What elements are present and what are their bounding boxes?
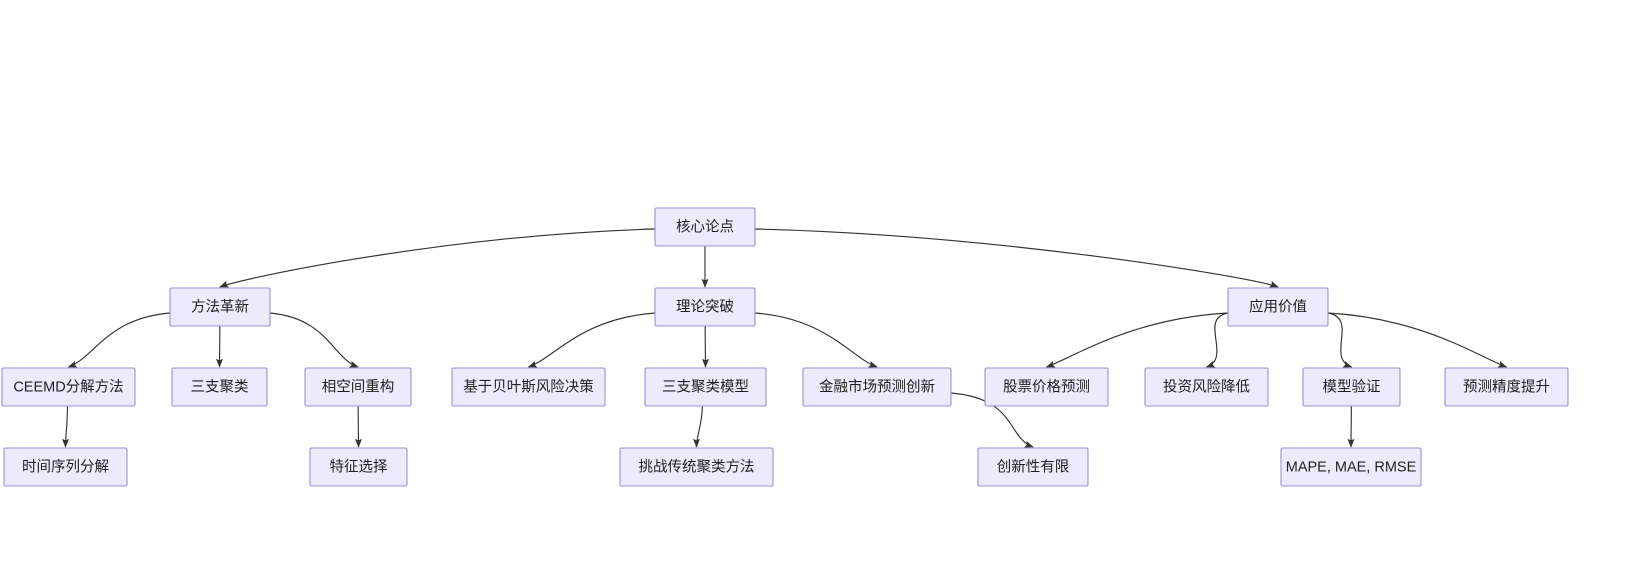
node-box[interactable] <box>644 367 767 407</box>
node-box[interactable] <box>3 447 128 487</box>
node-label: 相空间重构 <box>322 378 395 395</box>
flow-edge-l1c-to-l2j <box>1327 312 1508 368</box>
flow-node-l2j[interactable]: 预测精度提升 <box>1444 367 1569 407</box>
node-label: 理论突破 <box>676 298 734 315</box>
node-label: 三支聚类 <box>191 378 249 395</box>
node-label: 特征选择 <box>330 458 388 475</box>
node-box[interactable] <box>304 367 412 407</box>
node-box[interactable] <box>977 447 1089 487</box>
flow-node-l1a[interactable]: 方法革新 <box>169 287 271 327</box>
node-box[interactable] <box>169 287 271 327</box>
node-box[interactable] <box>1280 447 1422 487</box>
node-label: 方法革新 <box>191 298 249 315</box>
node-label: MAPE, MAE, RMSE <box>1286 459 1417 475</box>
flow-edge-l1b-to-l2f <box>754 312 878 368</box>
node-label: 应用价值 <box>1249 297 1307 315</box>
flow-edge-l2a-to-l3a <box>62 405 70 448</box>
flow-edge-l1b-to-l2d <box>527 312 656 368</box>
flow-node-l2c[interactable]: 相空间重构 <box>304 367 412 407</box>
flow-edge-l1c-to-l2g <box>1045 312 1229 368</box>
flow-node-l2d[interactable]: 基于贝叶斯风险决策 <box>451 367 606 407</box>
node-label: 预测精度提升 <box>1463 378 1550 395</box>
flow-node-l2e[interactable]: 三支聚类模型 <box>644 367 767 407</box>
flow-edge-l1a-to-l2c <box>269 312 359 368</box>
flow-node-l2b[interactable]: 三支聚类 <box>171 367 268 407</box>
flow-node-l3b[interactable]: 特征选择 <box>309 447 408 487</box>
node-box[interactable] <box>171 367 268 407</box>
node-label: 创新性有限 <box>997 458 1070 475</box>
node-box[interactable] <box>1144 367 1269 407</box>
node-label: 时间序列分解 <box>22 458 109 475</box>
flow-edge-root-to-l1c <box>754 228 1279 288</box>
node-box[interactable] <box>654 287 756 327</box>
node-box[interactable] <box>451 367 606 407</box>
edge-layer <box>62 228 1508 448</box>
node-box[interactable] <box>1227 287 1329 327</box>
node-label: 挑战传统聚类方法 <box>639 458 755 475</box>
node-box[interactable] <box>1302 367 1401 407</box>
flow-node-l3c[interactable]: 挑战传统聚类方法 <box>619 447 774 487</box>
node-box[interactable] <box>1 367 136 407</box>
flow-node-root[interactable]: 核心论点 <box>654 207 756 247</box>
flow-node-l2i[interactable]: 模型验证 <box>1302 367 1401 407</box>
flow-edge-l1c-to-l2i <box>1327 312 1353 368</box>
flow-node-l2f[interactable]: 金融市场预测创新 <box>802 367 952 407</box>
flow-edge-l2e-to-l3c <box>693 405 703 448</box>
node-box[interactable] <box>619 447 774 487</box>
node-label: 模型验证 <box>1323 378 1381 395</box>
node-label: CEEMD分解方法 <box>13 378 123 395</box>
node-box[interactable] <box>984 367 1109 407</box>
flow-node-l3a[interactable]: 时间序列分解 <box>3 447 128 487</box>
flow-node-l2a[interactable]: CEEMD分解方法 <box>1 367 136 407</box>
node-label: 金融市场预测创新 <box>819 378 935 395</box>
node-label: 投资风险降低 <box>1163 378 1250 395</box>
node-box[interactable] <box>1444 367 1569 407</box>
node-label: 股票价格预测 <box>1003 378 1090 395</box>
flow-node-l2h[interactable]: 投资风险降低 <box>1144 367 1269 407</box>
flow-edge-l1a-to-l2a <box>67 312 171 368</box>
flow-edge-l1c-to-l2h <box>1205 312 1229 368</box>
node-label: 三支聚类模型 <box>662 378 749 395</box>
node-box[interactable] <box>654 207 756 247</box>
flow-edge-l2f-to-l3d <box>950 392 1034 448</box>
node-box[interactable] <box>802 367 952 407</box>
flow-node-l3d[interactable]: 创新性有限 <box>977 447 1089 487</box>
node-label: 基于贝叶斯风险决策 <box>463 378 594 395</box>
flow-node-l3e[interactable]: MAPE, MAE, RMSE <box>1280 447 1422 487</box>
flow-node-l2g[interactable]: 股票价格预测 <box>984 367 1109 407</box>
node-label: 核心论点 <box>676 218 734 235</box>
flow-edge-root-to-l1a <box>219 228 656 288</box>
node-box[interactable] <box>309 447 408 487</box>
flow-node-l1c[interactable]: 应用价值 <box>1227 287 1329 327</box>
flow-node-l1b[interactable]: 理论突破 <box>654 287 756 327</box>
